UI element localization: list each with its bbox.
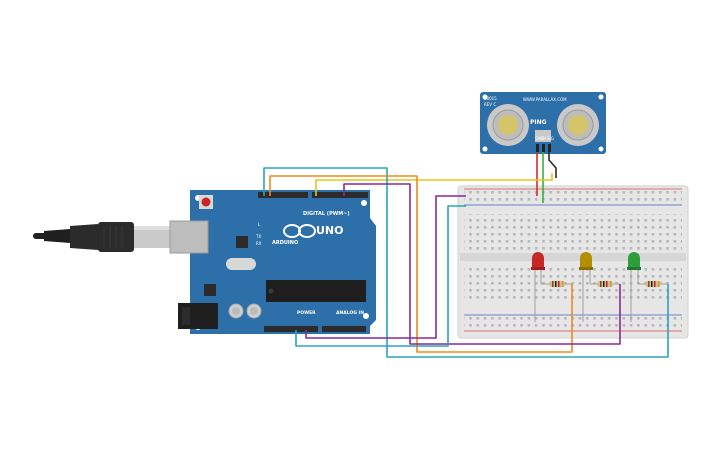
- led-green: [627, 252, 641, 322]
- pin-label-sig: SIG: [547, 136, 554, 141]
- brand-label: ARDUINO: [272, 240, 298, 246]
- resistor-3: [638, 281, 668, 287]
- wires: [263, 152, 669, 358]
- breadboard: [457, 185, 689, 339]
- arduino-uno-board: DIGITAL (PWM~) UNO ARDUINO L TX RX POWER…: [169, 190, 376, 334]
- wire-purple-power: [305, 195, 466, 339]
- digital-header-label: DIGITAL (PWM~): [303, 211, 350, 217]
- tx-label: TX: [255, 234, 261, 239]
- power-header: [264, 326, 318, 332]
- pin-label-gnd: GND: [535, 136, 544, 141]
- atmega-chip: [266, 280, 366, 302]
- wire-teal-power: [295, 205, 466, 347]
- resistor-2: [590, 281, 620, 287]
- led-yellow: [579, 252, 593, 322]
- sensor-rev: REV C: [484, 102, 496, 107]
- sensor-name: PING: [530, 119, 547, 126]
- rx-label: RX: [256, 241, 262, 246]
- led-red: [531, 252, 545, 322]
- sensor-part: 28015: [484, 96, 497, 101]
- power-label: POWER: [297, 310, 316, 316]
- l-led-label: L: [258, 222, 261, 227]
- usb-jack: [169, 220, 209, 254]
- digital-header: [258, 192, 308, 198]
- resistor-1: [541, 281, 572, 287]
- wire-teal-top: [263, 167, 669, 358]
- analog-header: [322, 326, 366, 332]
- wire-yellow: [315, 173, 553, 196]
- ping-ultrasonic-sensor: PING WWW.PARALLAX.COM 28015 REV C GND 5V…: [480, 92, 606, 154]
- transducer-right: [557, 104, 599, 146]
- wire-orange: [269, 175, 573, 353]
- transducer-left: [487, 104, 529, 146]
- wire-purple: [343, 183, 621, 345]
- board-model: UNO: [316, 224, 344, 237]
- usb-cable: [33, 222, 170, 252]
- arduino-logo: [283, 224, 316, 238]
- pin-label-5v: 5V: [541, 136, 547, 141]
- wire-sensor-sig: [548, 152, 557, 178]
- analog-label: ANALOG IN: [336, 310, 364, 316]
- sensor-url: WWW.PARALLAX.COM: [523, 97, 567, 102]
